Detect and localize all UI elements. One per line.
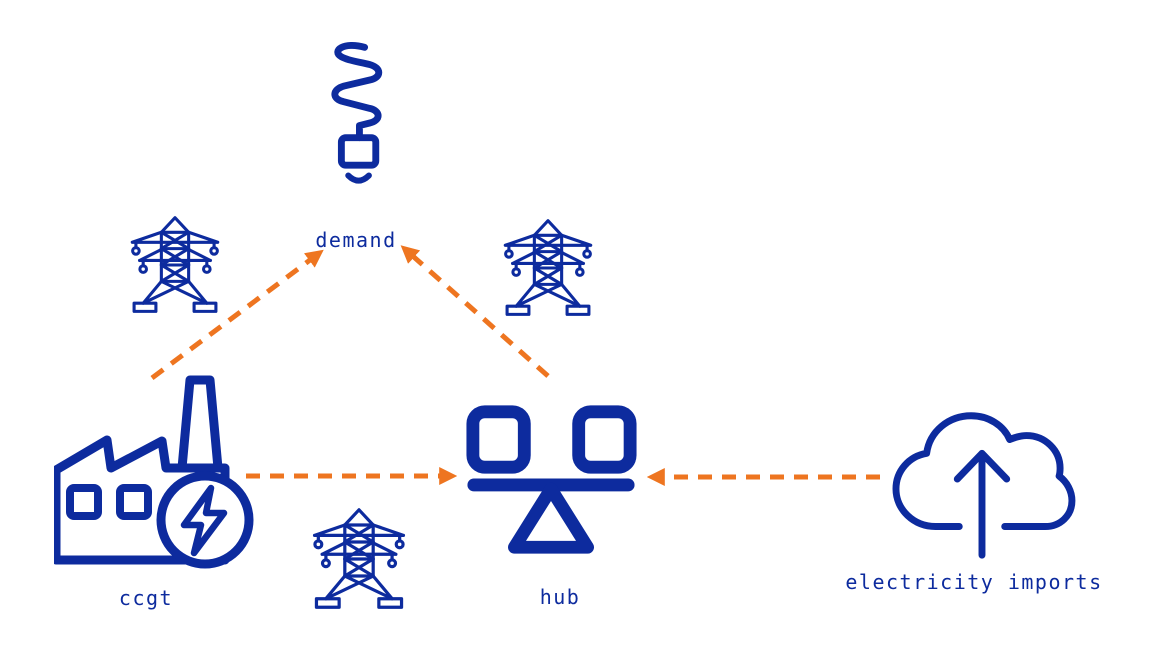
edge-ccgt-to-demand — [150, 249, 324, 381]
hub-label: hub — [539, 585, 581, 609]
demand-label: demand — [315, 228, 397, 252]
cloud-import-icon — [882, 396, 1080, 569]
edge-hub-to-demand — [400, 245, 550, 378]
imports-label: electricity imports — [845, 570, 1103, 594]
power-plant-icon — [54, 372, 254, 582]
balance-scale-icon — [462, 405, 640, 555]
ccgt-label: ccgt — [118, 586, 174, 610]
cfl-bulb-icon — [313, 36, 399, 198]
